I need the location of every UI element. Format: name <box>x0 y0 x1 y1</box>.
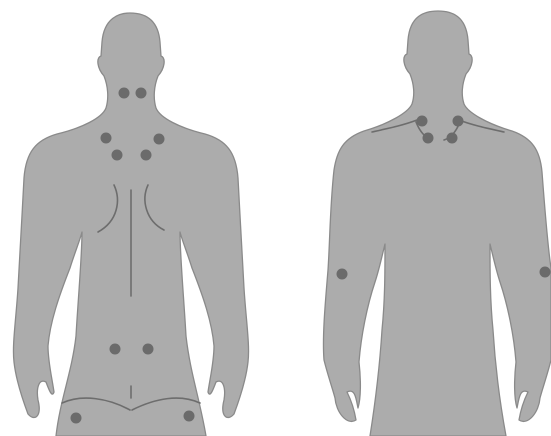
figure-front <box>323 11 551 436</box>
tender-point-trapezius-left <box>101 133 112 144</box>
tender-point-occiput-left <box>119 88 130 99</box>
figure-back <box>13 13 248 436</box>
tender-point-gluteal-left <box>110 344 121 355</box>
tender-point-trapezius-right <box>154 134 165 145</box>
tender-point-second-rib-right <box>447 133 458 144</box>
tender-point-low-cervical-left <box>417 116 428 127</box>
tender-point-low-cervical-right <box>453 116 464 127</box>
tender-point-trochanter-right <box>184 411 195 422</box>
tender-point-second-rib-left <box>423 133 434 144</box>
tender-point-elbow-right <box>540 267 551 278</box>
tender-point-supraspinatus-right <box>141 150 152 161</box>
tender-point-gluteal-right <box>143 344 154 355</box>
tender-point-trochanter-left <box>71 413 82 424</box>
tender-point-elbow-left <box>337 269 348 280</box>
front-figure-silhouette <box>323 11 551 436</box>
tender-point-occiput-right <box>136 88 147 99</box>
tender-point-supraspinatus-left <box>112 150 123 161</box>
